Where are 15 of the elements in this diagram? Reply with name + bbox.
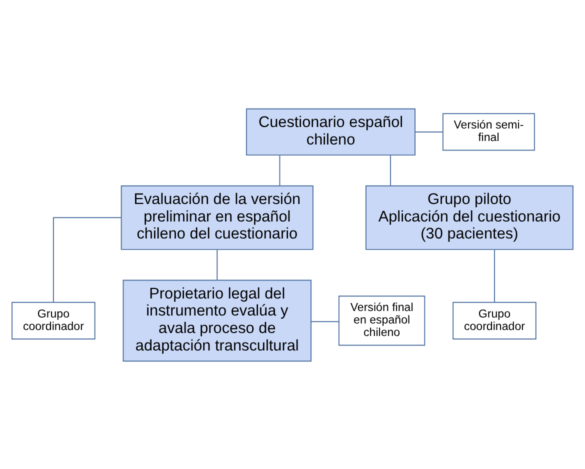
node-box: Grupo coordinador bbox=[12, 301, 96, 339]
node-box: Versión semi-final bbox=[442, 112, 535, 150]
node-box: Grupo piloto Aplicación del cuestionario (30 pacientes) bbox=[365, 184, 574, 250]
node-box: Versión final en español chileno bbox=[338, 295, 426, 346]
connector bbox=[216, 248, 218, 280]
connector bbox=[494, 248, 495, 302]
connector bbox=[414, 130, 444, 132]
node-box: Propietario legal del instrumento evalúa y avala proceso de adaptación transcultural bbox=[122, 279, 312, 362]
node-box: Cuestionario español chileno bbox=[246, 108, 416, 156]
connector bbox=[311, 320, 340, 322]
connector bbox=[279, 154, 280, 186]
node-box: Evaluación de la versión preliminar en español chileno del cuestionario bbox=[120, 184, 314, 250]
connector bbox=[52, 216, 122, 302]
node-box: Grupo coordinador bbox=[452, 301, 536, 339]
connector bbox=[390, 154, 391, 186]
